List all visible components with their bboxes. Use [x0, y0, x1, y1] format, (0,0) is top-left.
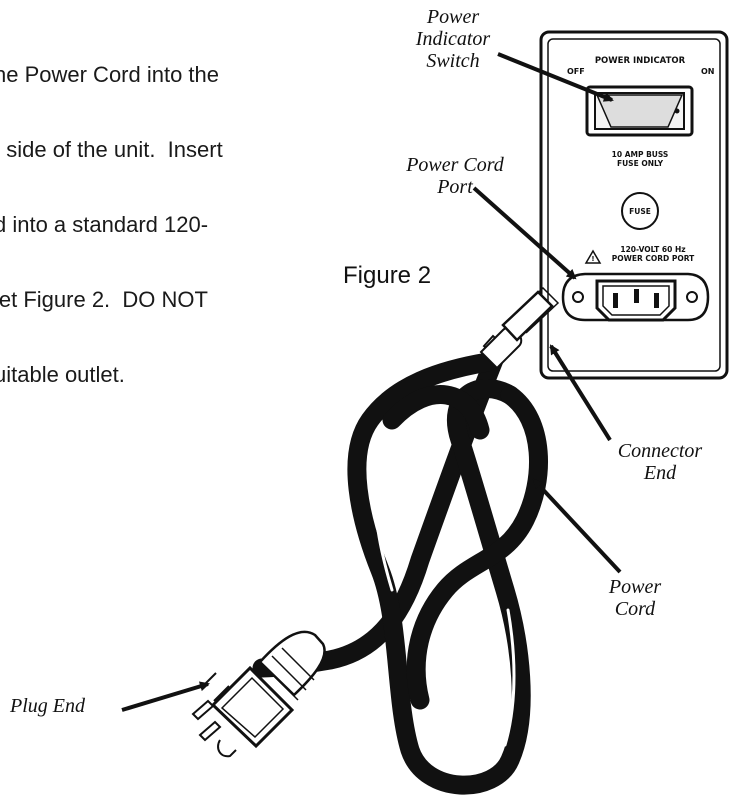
- control-panel: POWER INDICATOR OFF ON 10 AMP BUSS FUSE …: [539, 30, 729, 380]
- callout-arrows: [121, 52, 622, 712]
- fuse-label: FUSE: [629, 207, 651, 216]
- intro-line: let Figure 2. DO NOT: [0, 287, 208, 312]
- intro-line: d into a standard 120-: [0, 212, 209, 237]
- connector-end[interactable]: [479, 286, 560, 370]
- intro-line: uitable outlet.: [0, 362, 125, 387]
- power-cord[interactable]: [252, 350, 548, 795]
- panel-off-label: OFF: [567, 67, 585, 76]
- callout-power-indicator-switch: Power Indicator Switch: [415, 6, 491, 72]
- voltage-label-line-1: 120-VOLT 60 Hz: [620, 245, 685, 254]
- power-cord-port[interactable]: [561, 272, 710, 322]
- callout-power-cord: Power Cord: [608, 576, 662, 620]
- svg-text:!: !: [591, 255, 594, 263]
- figure-label: Figure 2: [343, 262, 432, 289]
- panel-on-label: ON: [701, 67, 715, 76]
- callout-plug-end: Plug End: [10, 695, 85, 717]
- warning-triangle-icon: !: [584, 249, 602, 264]
- plug-end[interactable]: [191, 630, 326, 758]
- callout-power-cord-port: Power Cord Port: [406, 154, 504, 198]
- panel-title: POWER INDICATOR: [595, 56, 686, 66]
- voltage-label-line-2: POWER CORD PORT: [612, 254, 695, 263]
- intro-line: he Power Cord into the: [0, 62, 220, 87]
- intro-line: t side of the unit. Insert: [0, 137, 223, 162]
- intro-paragraph: he Power Cord into the t side of the uni…: [0, 12, 336, 437]
- callout-connector-end: Connector End: [617, 440, 703, 484]
- fuse-holder[interactable]: FUSE: [621, 192, 659, 230]
- fuse-note-line-2: FUSE ONLY: [617, 159, 664, 168]
- fuse-note-line-1: 10 AMP BUSS: [612, 150, 669, 159]
